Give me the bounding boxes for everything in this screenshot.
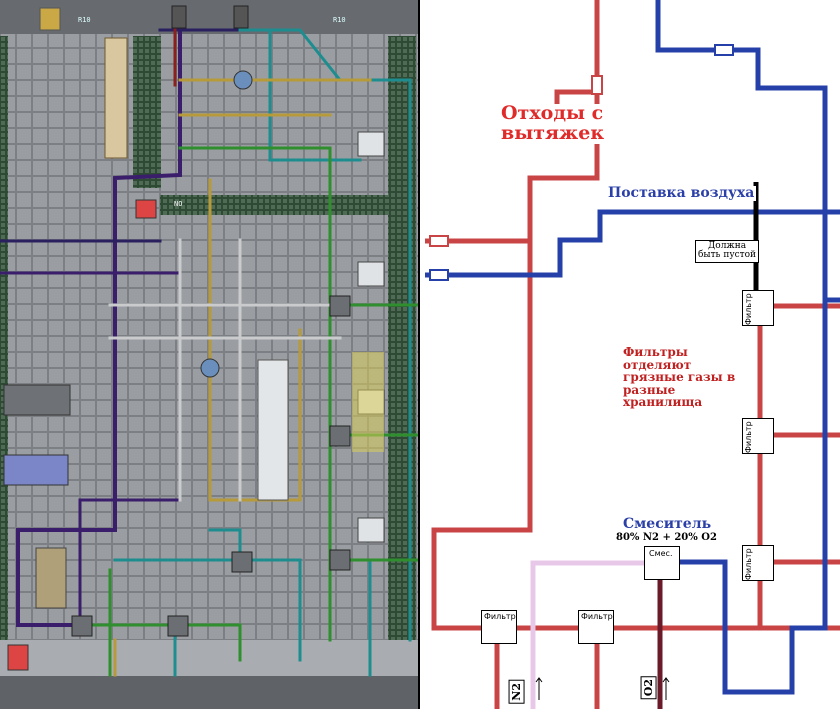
- mixer-box-label: Смес.: [649, 549, 673, 558]
- pipe-teal-2: [238, 28, 362, 162]
- alarm-panel: [135, 199, 157, 219]
- console-1: [357, 131, 385, 157]
- machines: [3, 5, 385, 671]
- device-7: [171, 5, 187, 29]
- bottom-room: [0, 640, 418, 676]
- tile-label-1: R10: [78, 16, 91, 24]
- device-6: [167, 615, 189, 637]
- grating-3: [160, 195, 390, 215]
- grating-1: [133, 36, 161, 188]
- input-arrows: [535, 677, 670, 700]
- n2-input-label: N2: [509, 680, 525, 704]
- device-3: [329, 549, 351, 571]
- console-2: [357, 261, 385, 287]
- pipe-teal-6: [208, 528, 242, 562]
- schematic-panel: Отходы с вытяжек Поставка воздуха Должна…: [420, 0, 840, 709]
- workbench: [35, 547, 67, 609]
- mixer-box: Смес.: [644, 546, 680, 580]
- top-wall: [0, 0, 418, 34]
- mixer-ratio: 80% N2 + 20% O2: [616, 532, 717, 543]
- pipe-purple-1: [16, 8, 182, 627]
- filter-box-4-label: Фильтр: [744, 421, 753, 453]
- grating-4: [0, 36, 8, 656]
- grating-2: [388, 36, 416, 656]
- red-canister: [7, 644, 29, 671]
- filters-note: Фильтры отделяют грязные газы в разные х…: [623, 345, 736, 410]
- tank-1: [233, 70, 253, 90]
- filter-box-2: Фильтр: [578, 610, 614, 644]
- must-be-empty-label: Должна быть пустой: [695, 240, 760, 263]
- supply-line-loop: [678, 300, 828, 695]
- mixer-title: Смеситель: [623, 516, 712, 532]
- device-4: [231, 551, 253, 573]
- connectors: [429, 44, 734, 281]
- canister-rack: [257, 359, 289, 501]
- locker-1: [39, 7, 61, 31]
- pipes: [0, 8, 418, 677]
- game-map-view[interactable]: R10 R10 NO: [0, 0, 420, 709]
- station-map: R10 R10 NO: [0, 0, 418, 709]
- hazard-zone: [352, 352, 384, 452]
- pipe-green-1: [178, 146, 332, 642]
- tile-label-2: R10: [333, 16, 346, 24]
- o2-input-label: O2: [641, 676, 657, 700]
- pipe-teal-3: [113, 558, 302, 662]
- bottom-wall: [0, 675, 418, 709]
- filter-box-3-label: Фильтр: [744, 293, 753, 325]
- crate-stack: [104, 37, 128, 159]
- device-8: [233, 5, 249, 29]
- device-5: [71, 615, 93, 637]
- device-1: [329, 295, 351, 317]
- tank-2: [200, 358, 220, 378]
- device-2: [329, 425, 351, 447]
- supply-label: Поставка воздуха: [606, 185, 757, 201]
- filter-box-3: Фильтр: [742, 290, 774, 326]
- filter-box-1: Фильтр: [481, 610, 517, 644]
- supply-line-main: [425, 209, 840, 278]
- n2-line: [530, 560, 645, 709]
- pipe-green-6: [83, 623, 242, 662]
- filter-box-1-label: Фильтр: [484, 612, 516, 621]
- suit-storage: [3, 454, 69, 486]
- equipment-shelf: [3, 384, 71, 416]
- filter-box-2-label: Фильтр: [581, 612, 613, 621]
- filter-box-5: Фильтр: [742, 545, 774, 581]
- waste-label: Отходы с вытяжек: [499, 102, 607, 144]
- tile-label-3: NO: [174, 200, 182, 208]
- filter-box-5-label: Фильтр: [744, 548, 753, 580]
- filter-box-4: Фильтр: [742, 418, 774, 454]
- console-4: [357, 517, 385, 543]
